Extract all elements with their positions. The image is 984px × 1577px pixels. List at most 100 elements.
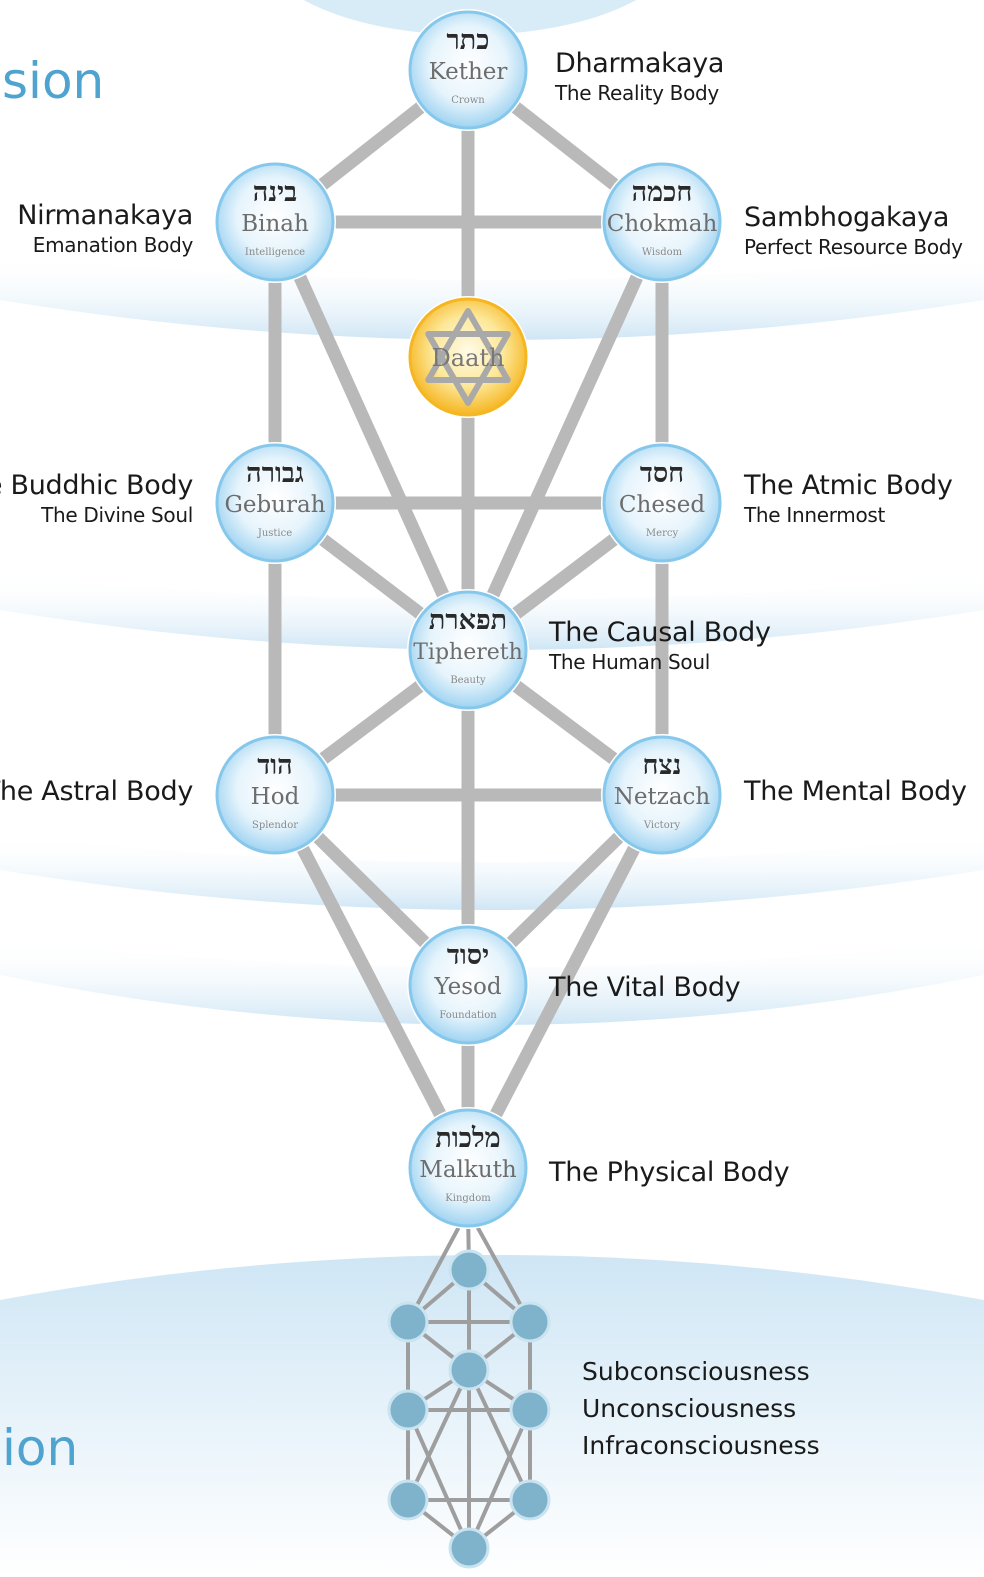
label-causal: The Causal Body The Human Soul [549,617,771,675]
sephira-hebrew: בינה [253,177,297,208]
sephira-name: Daath [432,344,505,372]
sephira-name: Chokmah [607,211,718,237]
label-physical: The Physical Body [549,1157,790,1189]
star-of-david-icon [425,308,511,383]
sephira-meaning: Splendor [252,820,298,831]
lower-node-r3 [509,1479,551,1521]
sephira-hebrew: חסד [640,458,684,489]
sephira-name: Netzach [614,784,711,810]
sephira-circle [215,735,335,855]
label-title: The Causal Body [549,617,771,648]
connector-line [406,1209,470,1323]
edge-text-bottom: ion [2,1419,79,1477]
sephira-name: Tiphereth [413,640,523,665]
sephira-circle [215,162,335,282]
sephira-name: Malkuth [419,1157,517,1183]
lower-path [467,1409,532,1549]
sephira-circle [408,590,528,710]
sephira-hebrew: הוד [257,750,292,781]
label-title: The Vital Body [549,972,741,1003]
sephira-hebrew: מלכות [435,1123,500,1154]
label-vital: The Vital Body [549,972,741,1004]
sephira-hebrew: כתר [447,25,490,56]
label-subtitle: The Innermost [744,503,886,527]
label-subtitle: The Divine Soul [41,503,193,527]
path-binah-tiphereth [268,215,475,657]
consciousness-item: Unconsciousness [582,1394,797,1423]
connector-line [466,1209,532,1323]
label-subtitle: The Human Soul [549,650,711,674]
sephira-meaning: Justice [257,528,292,539]
label-atmic: The Atmic Body The Innermost [744,470,953,528]
lower-path [467,1369,532,1501]
lower-path [406,1409,471,1549]
label-subtitle: Emanation Body [32,233,194,257]
sephira-hebrew: נצח [643,750,682,781]
sephira-daath: Daath [407,296,529,418]
band-3 [0,835,984,910]
sephira-hebrew: תפארת [429,605,507,636]
sephira-meaning: Kingdom [445,1193,491,1204]
lower-node-top [448,1249,490,1291]
sephira-name: Geburah [224,492,325,518]
lower-node-r1 [509,1301,551,1343]
label-title: The Astral Body [0,776,193,807]
sephira-meaning: Foundation [439,1010,497,1021]
sephira-meaning: Wisdom [642,247,683,258]
label-sambhogakaya: Sambhogakaya Perfect Resource Body [744,202,963,260]
sephira-name: Chesed [619,492,705,518]
edge-text-top: sion [2,52,105,110]
consciousness-item: Infraconsciousness [582,1431,820,1460]
sephira-circle [602,735,722,855]
label-subtitle: Perfect Resource Body [744,235,963,259]
consciousness-list: Subconsciousness Unconsciousness Infraco… [582,1353,820,1464]
label-title: Nirmanakaya [17,200,193,231]
label-title: The Mental Body [744,776,967,807]
sephira-circle [602,443,722,563]
label-title: Dharmakaya [555,48,725,79]
label-dharmakaya: Dharmakaya The Reality Body [555,48,724,106]
lower-path [406,1369,471,1501]
label-title: e Buddhic Body [0,470,193,501]
lower-node-l1 [387,1301,429,1343]
lower-node-r2 [509,1389,551,1431]
sephira-circle [408,925,528,1045]
label-mental: The Mental Body [744,776,967,808]
label-title: The Atmic Body [744,470,953,501]
label-nirmanakaya: Nirmanakaya Emanation Body [17,200,193,258]
sephira-hebrew: גבורה [246,458,304,489]
sephira-hebrew: יסוד [447,940,489,971]
path-hod-malkuth [268,788,475,1175]
path-chokmah-tiphereth [461,215,669,657]
band-1 [0,255,984,340]
sephira-circle [408,1108,528,1228]
sephiroth-layer: כתרKetherCrownבינהBinahIntelligenceחכמהC… [214,9,723,1229]
sephira-meaning: Mercy [646,528,679,539]
lower-node-bot [448,1527,490,1569]
label-astral: The Astral Body [0,776,193,808]
consciousness-item: Subconsciousness [582,1357,810,1386]
sephira-meaning: Victory [643,820,681,831]
sephira-circle [408,10,528,130]
sephira-meaning: Intelligence [245,247,305,258]
sephira-name: Binah [241,211,309,237]
lower-tree [387,1209,551,1569]
label-title: The Physical Body [549,1157,790,1188]
sephira-meaning: Crown [451,95,485,106]
lower-node-l2 [387,1389,429,1431]
path-netzach-malkuth [461,788,669,1175]
lower-node-l3 [387,1479,429,1521]
sephira-name: Yesod [433,974,501,1000]
sephira-circle [408,297,528,417]
sephira-circle [215,443,335,563]
sephira-meaning: Beauty [450,675,486,686]
